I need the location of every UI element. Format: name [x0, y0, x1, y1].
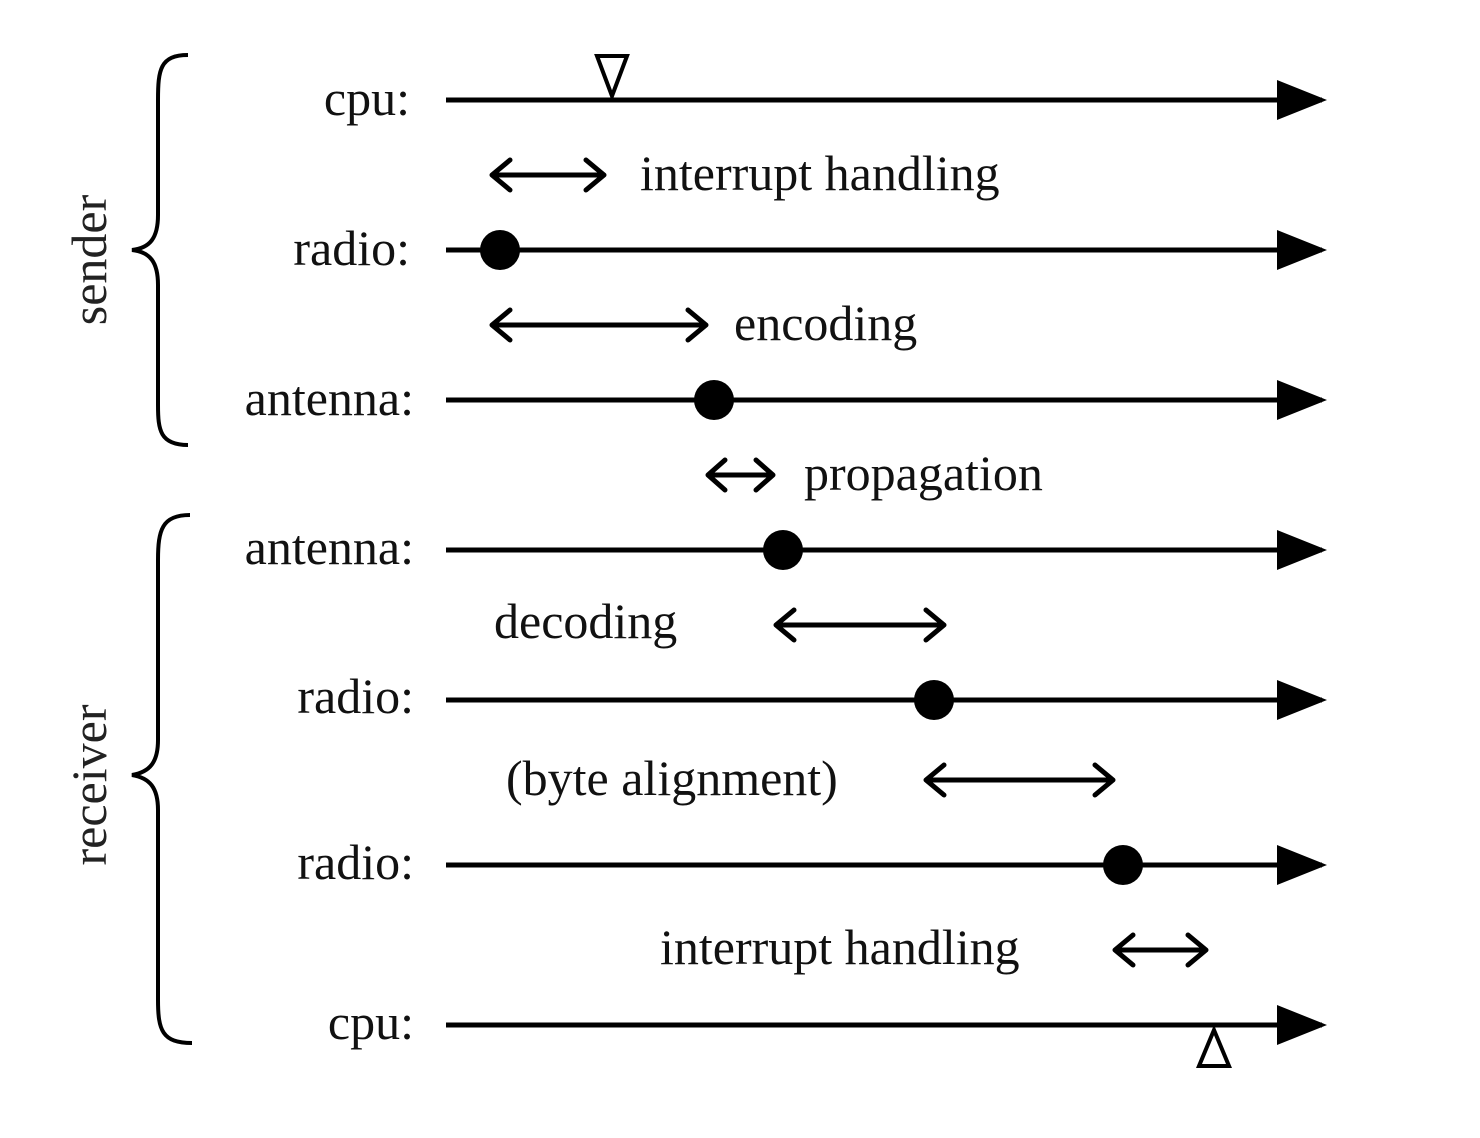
interval-label-encoding: encoding: [734, 295, 917, 351]
event-marker-receiver-radio-1-dot: [914, 680, 954, 720]
timeline-label-receiver-radio-1: radio:: [297, 668, 414, 724]
interval-arrow-byte-alignment: [923, 762, 1116, 798]
interval-arrow-encoding: [489, 307, 709, 343]
interval-label-interrupt-handling-sender: interrupt handling: [640, 145, 1000, 201]
group-label-receiver: receiver: [61, 704, 117, 865]
interval-label-decoding: decoding: [494, 593, 677, 649]
timeline-label-receiver-antenna: antenna:: [245, 519, 414, 575]
interval-label-byte-alignment: (byte alignment): [506, 750, 838, 806]
interval-label-propagation: propagation: [804, 445, 1043, 501]
timeline-label-sender-cpu: cpu:: [324, 70, 410, 126]
timeline-label-receiver-cpu: cpu:: [328, 994, 414, 1050]
event-marker-sender-cpu-down-triangle: [594, 54, 630, 102]
timeline-label-receiver-radio-2: radio:: [297, 834, 414, 890]
receiver-brace: [131, 513, 193, 1045]
interval-arrow-decoding: [773, 607, 947, 643]
event-marker-sender-radio-dot: [480, 230, 520, 270]
event-marker-receiver-antenna-dot: [763, 530, 803, 570]
group-label-sender: sender: [61, 194, 117, 325]
interval-label-interrupt-handling-receiver: interrupt handling: [660, 919, 1020, 975]
sender-brace: [131, 53, 189, 447]
interval-arrow-interrupt-handling-receiver: [1112, 932, 1209, 968]
interval-arrow-interrupt-handling-sender: [489, 157, 607, 193]
event-marker-sender-antenna-dot: [694, 380, 734, 420]
timeline-label-sender-antenna: antenna:: [245, 370, 414, 426]
event-marker-receiver-cpu-up-triangle: [1196, 1024, 1232, 1068]
interval-arrow-propagation: [705, 457, 776, 493]
event-marker-receiver-radio-2-dot: [1103, 845, 1143, 885]
timeline-label-sender-radio: radio:: [293, 220, 410, 276]
